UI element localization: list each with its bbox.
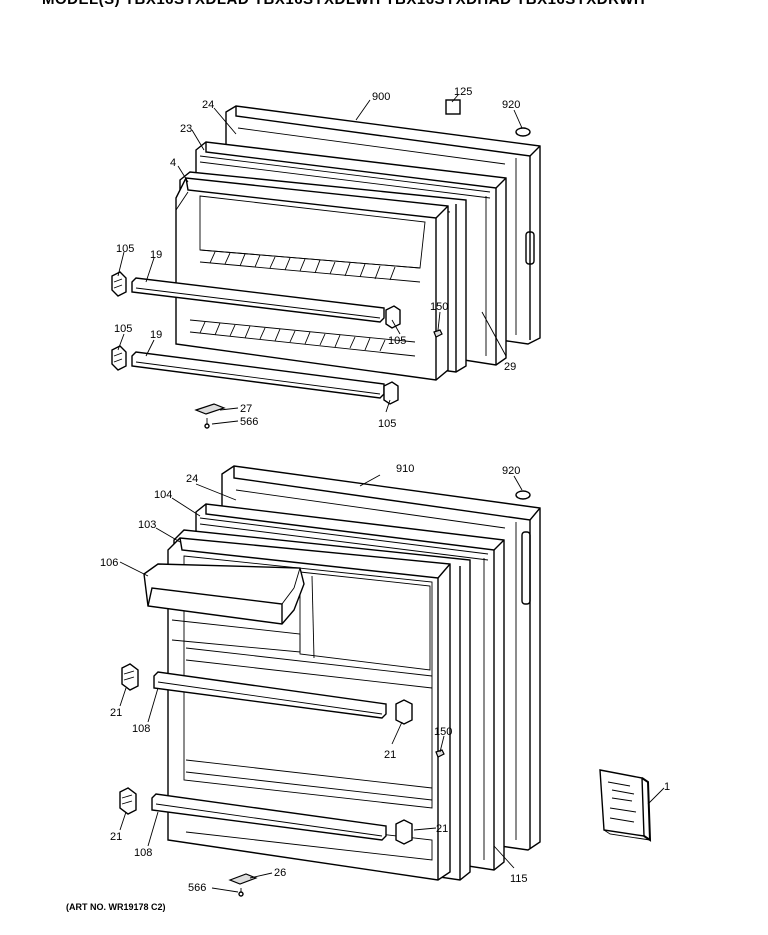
label-104: 104 — [154, 489, 172, 501]
dairy-compartment-door-106 — [143, 563, 305, 625]
shelf-clip-105-right-lower — [383, 381, 399, 405]
label-920-bottom: 920 — [502, 465, 520, 477]
label-21-b: 21 — [384, 749, 396, 761]
label-27: 27 — [240, 403, 252, 415]
upper-shelf-ribs — [199, 249, 421, 283]
label-4: 4 — [170, 157, 176, 169]
label-19-b: 19 — [150, 329, 162, 341]
lower-shelf-ribs — [189, 319, 416, 357]
part-920-plug-top — [515, 127, 531, 137]
label-106: 106 — [100, 557, 118, 569]
label-108-a: 108 — [132, 723, 150, 735]
model-header: MODEL(S) TBX16SYXDLAD TBX16SYXDLWH TBX16… — [42, 0, 645, 8]
label-920-top: 920 — [502, 99, 520, 111]
label-24-bottom: 24 — [186, 473, 198, 485]
label-566-bottom: 566 — [188, 882, 206, 894]
door-handle-recess — [525, 231, 535, 265]
door-handle-recess — [521, 531, 531, 605]
label-150-bottom: 150 — [434, 726, 452, 738]
label-910: 910 — [396, 463, 414, 475]
hinge-27 — [194, 403, 226, 429]
label-21-d: 21 — [436, 823, 448, 835]
label-21-a: 21 — [110, 707, 122, 719]
shelf-clip-105-left-upper — [111, 271, 127, 297]
freezer-door-assembly — [111, 99, 541, 429]
label-103: 103 — [138, 519, 156, 531]
shelf-clip-21-right-upper — [395, 699, 413, 725]
label-26: 26 — [274, 867, 286, 879]
part-920-plug-bottom — [515, 490, 531, 500]
freezer-shelf-bar-upper — [131, 277, 385, 323]
label-125: 125 — [454, 86, 472, 98]
art-number: (ART NO. WR19178 C2) — [66, 902, 166, 912]
part-125-block — [445, 99, 461, 115]
part-labels: 900 125 920 24 23 4 105 19 105 19 150 10… — [100, 86, 670, 894]
label-108-b: 108 — [134, 847, 152, 859]
fresh-food-door-assembly — [119, 465, 652, 897]
label-900: 900 — [372, 91, 390, 103]
hinge-26 — [228, 873, 258, 897]
freezer-door-liner — [175, 177, 449, 381]
label-115: 115 — [510, 873, 528, 885]
leader-lines — [117, 94, 665, 893]
shelf-clip-105-left-lower — [111, 345, 127, 371]
label-29: 29 — [504, 361, 516, 373]
label-21-c: 21 — [110, 831, 122, 843]
shelf-clip-105-right-upper — [385, 305, 401, 329]
fresh-food-shelf-bar-upper — [153, 671, 387, 719]
owners-manual-1 — [599, 769, 652, 842]
label-24-top: 24 — [202, 99, 214, 111]
label-105-d: 105 — [378, 418, 396, 430]
label-566-top: 566 — [240, 416, 258, 428]
label-1: 1 — [664, 781, 670, 793]
label-105-b: 105 — [114, 323, 132, 335]
shelf-clip-21-left-lower — [119, 787, 137, 815]
screw-150-top — [433, 329, 443, 338]
label-23: 23 — [180, 123, 192, 135]
label-150-top: 150 — [430, 301, 448, 313]
label-105-a: 105 — [116, 243, 134, 255]
fresh-food-shelf-bar-lower — [151, 793, 387, 841]
label-105-c: 105 — [388, 335, 406, 347]
label-19-a: 19 — [150, 249, 162, 261]
shelf-clip-21-right-lower — [395, 819, 413, 845]
shelf-clip-21-left-upper — [121, 663, 139, 691]
